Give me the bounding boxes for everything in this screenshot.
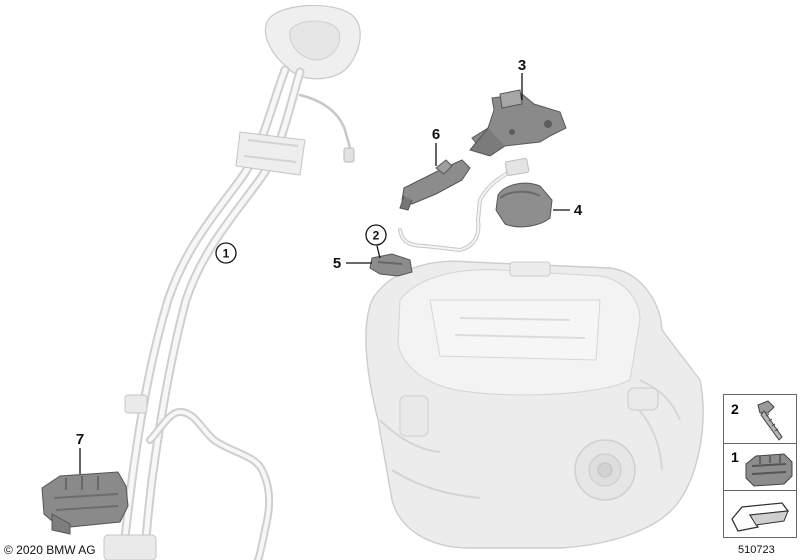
arrow-icon [731,502,790,532]
legend-number: 2 [731,401,739,417]
part-7-cable-clip [41,471,129,535]
connector-clip-icon [745,453,793,487]
part-3-bracket [469,89,567,157]
callout-6-label: 6 [432,126,440,143]
callout-2-label: 2 [373,229,380,243]
callout-2: 2 [365,224,387,246]
legend-box-clip: 1 [723,443,797,491]
callout-leaders [79,73,570,474]
callout-4-label: 4 [574,202,583,219]
callout-1-label: 1 [223,247,230,261]
part-6-holder [399,159,471,211]
part-4-cover [495,182,553,228]
electric-drive-unit [365,260,704,549]
part-5-clip [369,253,413,277]
drawing-number: 510723 [738,544,775,556]
bolt-icon [757,400,783,441]
callout-1: 1 [215,242,237,264]
legend-box-arrow [723,490,797,538]
callout-5-label: 5 [333,255,341,272]
callout-3-label: 3 [518,57,526,74]
legend-number: 1 [731,449,739,465]
callout-7-label: 7 [76,431,84,448]
cable-harness [103,4,361,560]
legend-box-bolt: 2 [723,394,797,444]
copyright-text: © 2020 BMW AG [4,543,96,557]
